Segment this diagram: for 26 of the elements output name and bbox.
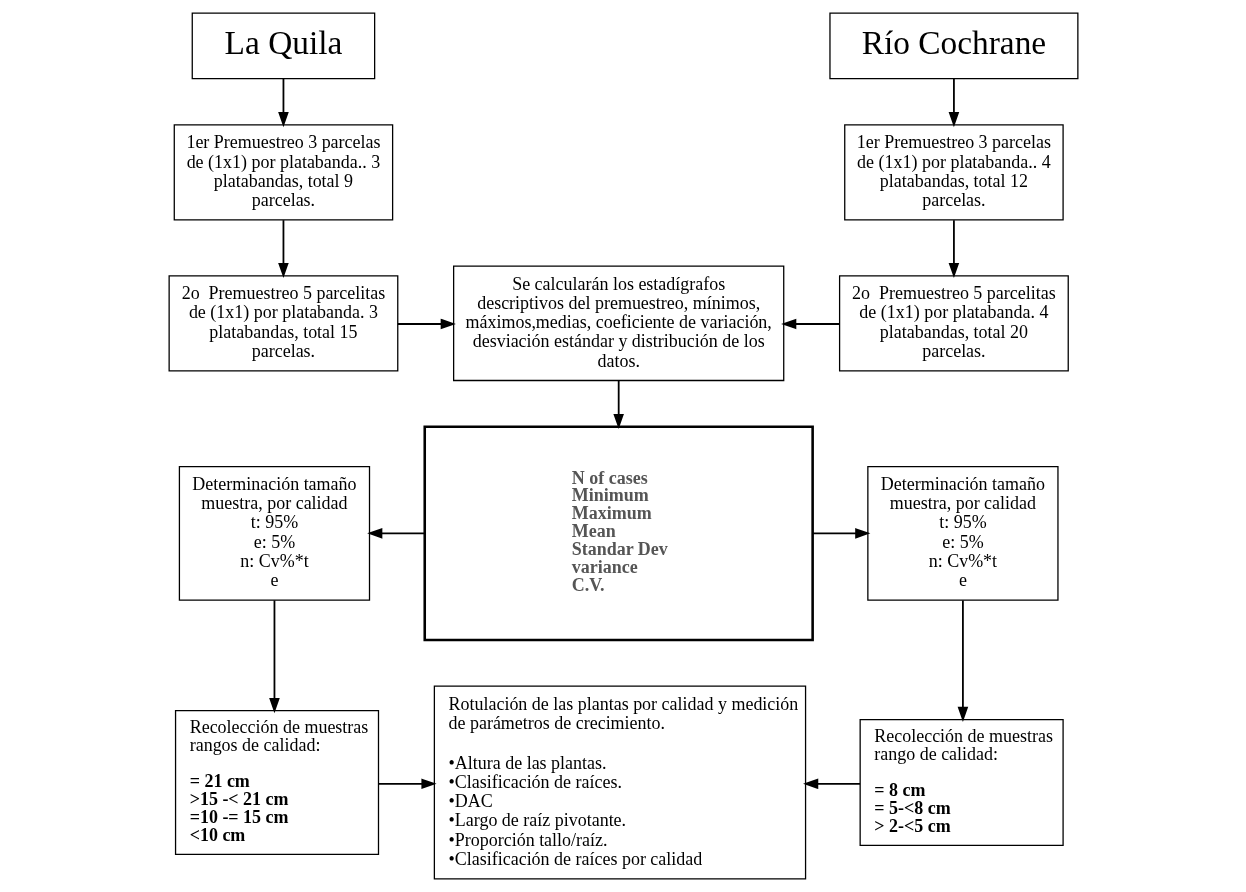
arrow: [396, 318, 456, 330]
arrow: [802, 778, 861, 790]
node-box: N of cases Minimum Maximum Mean Standar Dev variance C.V.: [422, 425, 814, 642]
node-box: Determinación tamaño muestra, por calidad t: 95% e: 5% n: Cv%*t e: [178, 465, 370, 601]
arrow: [277, 219, 289, 279]
node-box: Río Cochrane: [828, 12, 1078, 80]
arrow: [780, 318, 840, 330]
arrow: [957, 599, 968, 722]
node-box: Se calcularán los estadígrafos descriptivos del premuestreo, mínimos, máximos,medias, coeficiente de variación, desviación estándar y distribución de los datos.: [452, 265, 784, 382]
node-box: Determinación tamaño muestra, por calidad t: 95% e: 5% n: Cv%*t e: [866, 465, 1059, 601]
node-box: Recolección de muestras rango de calidad: = 8 cm = 5-<8 cm > 2-<5 cm: [859, 718, 1064, 847]
arrow: [277, 77, 289, 128]
node-box: Rotulación de las plantas por calidad y medición de parámetros de crecimiento. •Altura de las plantas. •Clasificación de raíces. •DAC •Largo de raíz pivotante. •Proporción tallo/raíz. •Clasificación de raíces por calidad: [433, 685, 806, 880]
arrow: [377, 778, 437, 790]
arrow: [811, 528, 870, 539]
arrow: [948, 77, 959, 128]
node-box: 1er Premuestreo 3 parcelas de (1x1) por platabanda.. 4 platabandas, total 12 parcelas.: [843, 124, 1064, 221]
node-box: 2o Premuestreo 5 parcelitas de (1x1) por platabanda. 3 platabandas, total 15 parcelas.: [168, 275, 398, 372]
arrow: [948, 219, 959, 279]
node-box: 2o Premuestreo 5 parcelitas de (1x1) por platabanda. 4 platabandas, total 20 parcelas.: [838, 275, 1069, 372]
arrow: [268, 599, 280, 714]
node-box: Recolección de muestras rangos de calidad: = 21 cm >15 -< 21 cm =10 -= 15 cm <10 cm: [174, 709, 379, 856]
node-box: La Quila: [191, 12, 375, 80]
arrow: [366, 528, 425, 539]
arrow: [612, 379, 624, 430]
node-box: 1er Premuestreo 3 parcelas de (1x1) por platabanda.. 3 platabandas, total 9 parcelas.: [173, 124, 393, 221]
